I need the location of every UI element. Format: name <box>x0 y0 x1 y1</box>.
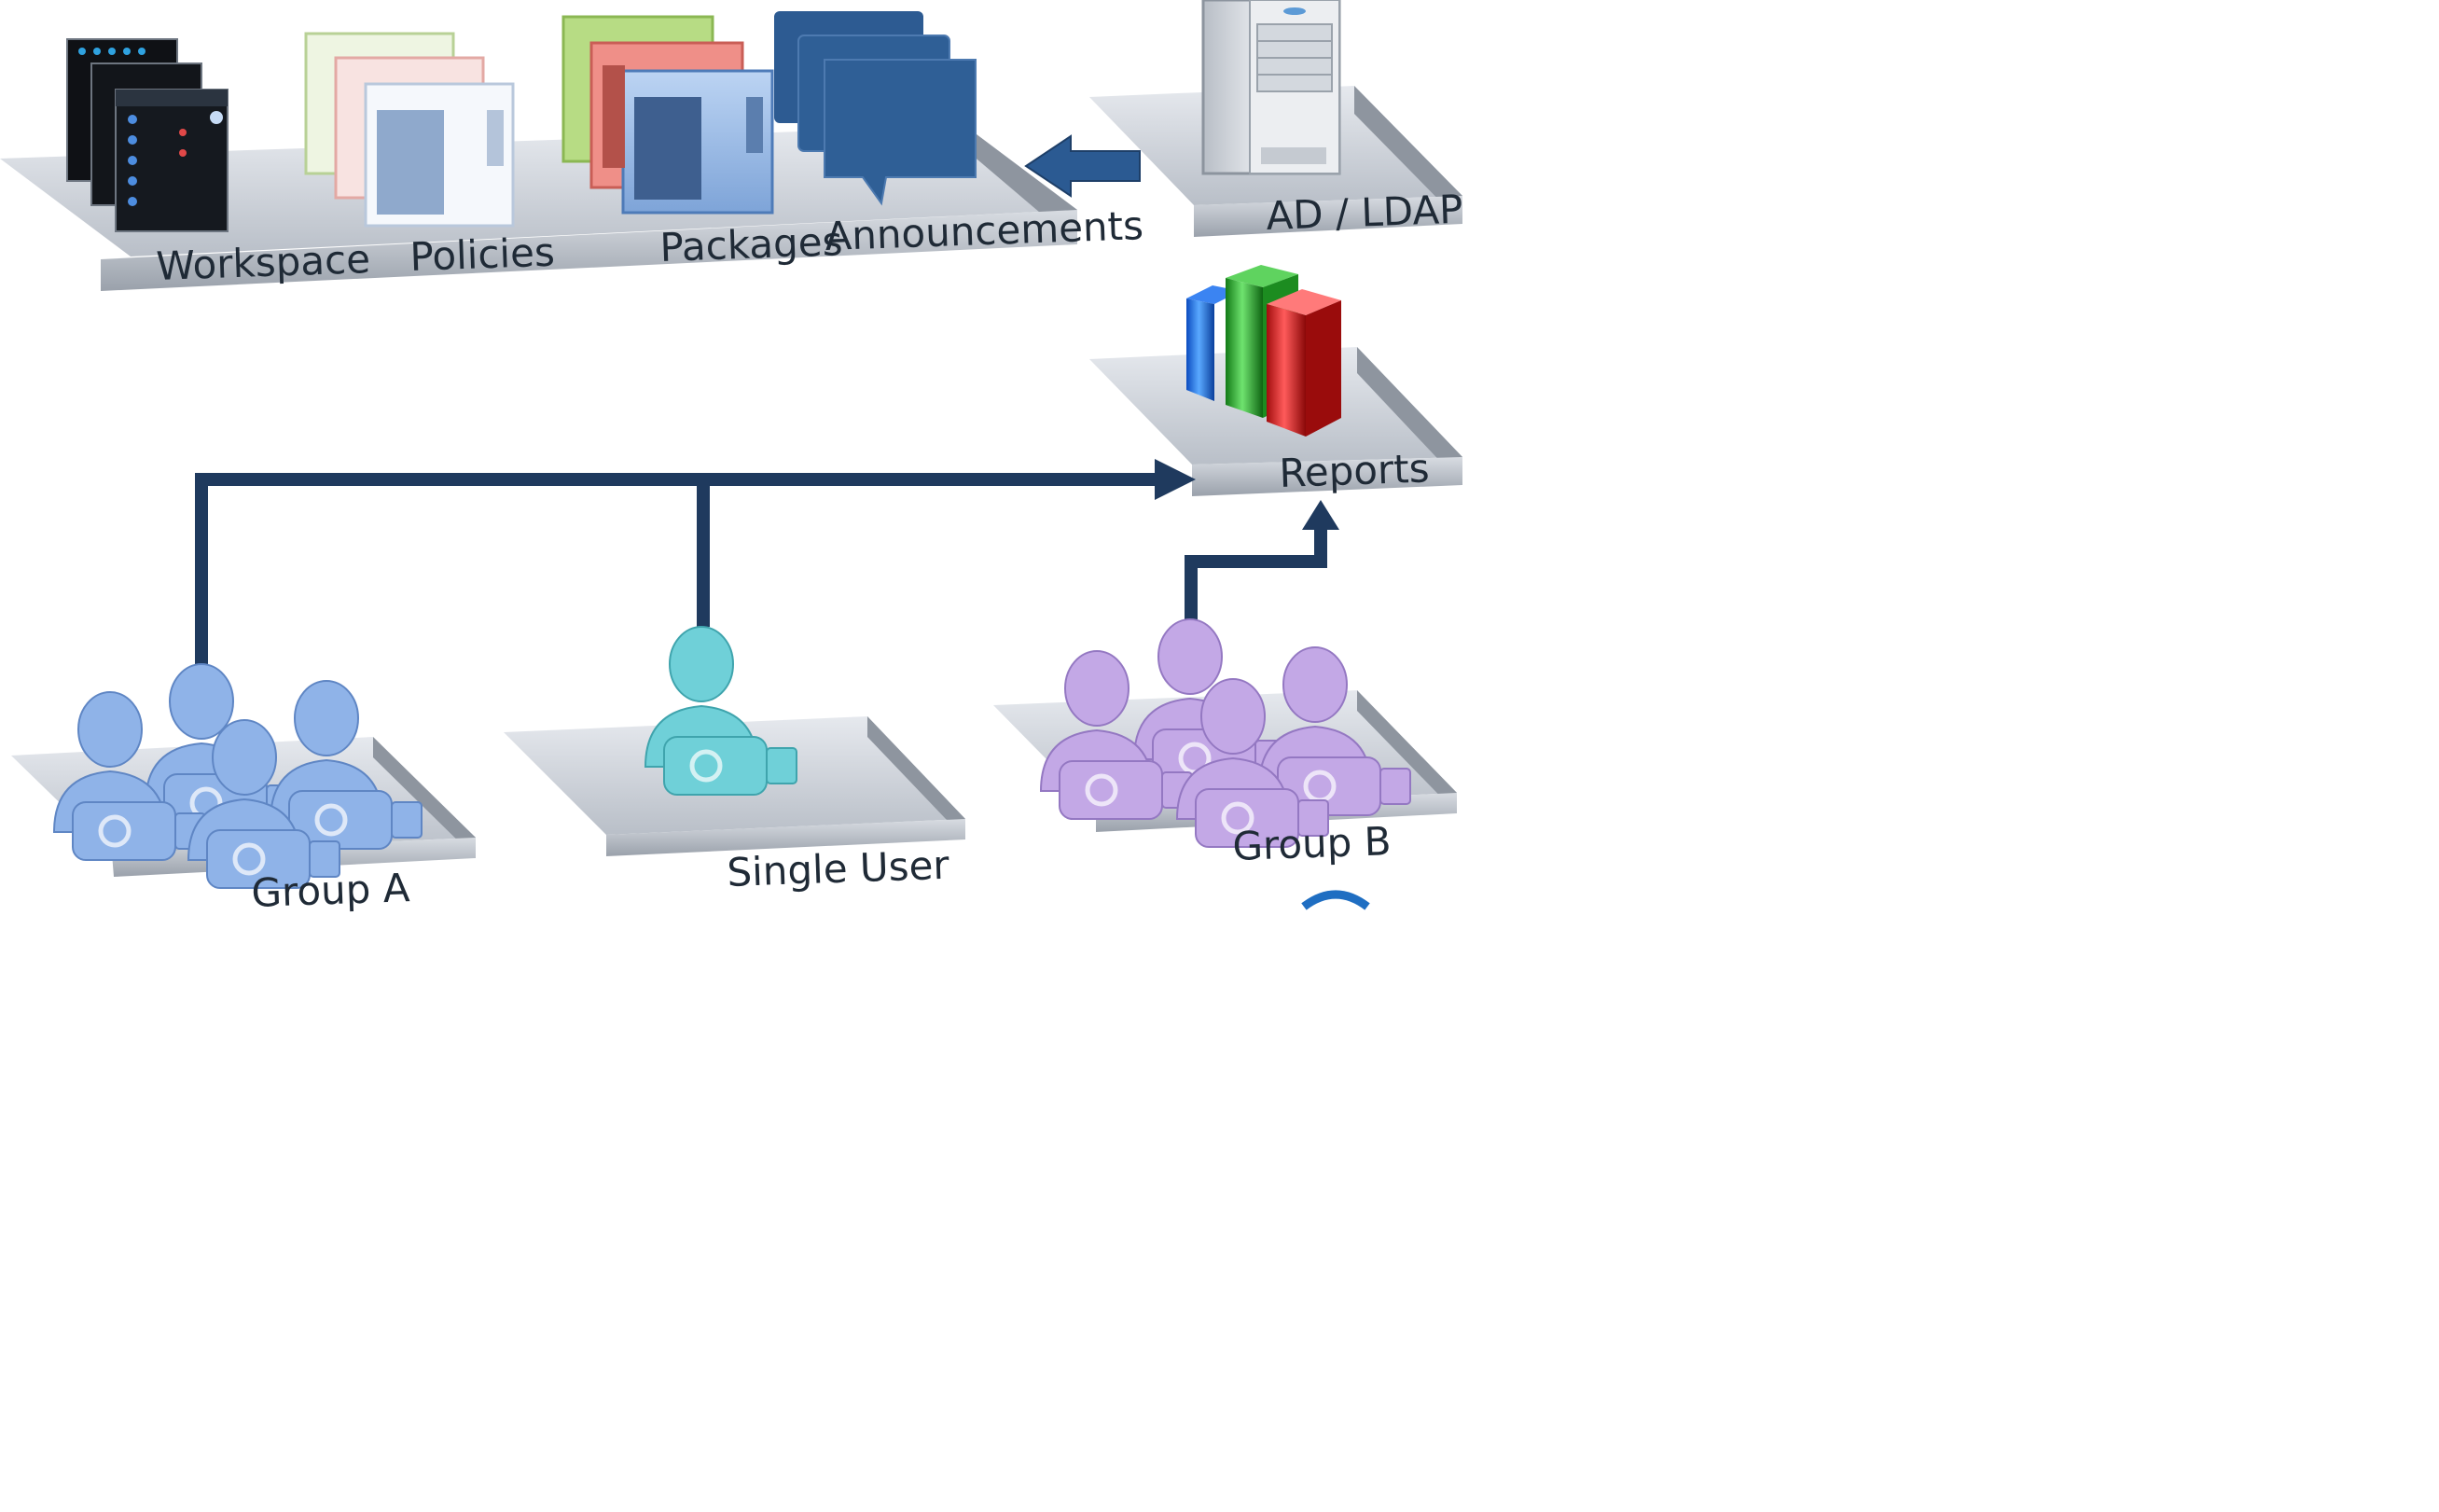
bar-chart-icon <box>1186 265 1341 437</box>
single-user <box>645 627 797 795</box>
ad-ldap-label: AD / LDAP <box>1266 187 1464 239</box>
user-with-usb-drive-icon <box>645 627 797 795</box>
policies-window-stack <box>304 32 515 228</box>
group-a-label: Group A <box>251 865 411 916</box>
reports-label: Reports <box>1279 445 1431 496</box>
announcements-label: Announcements <box>825 202 1144 259</box>
arrowheads <box>1155 459 1339 530</box>
report-flow-arrows <box>195 473 1327 672</box>
group-b-label: Group B <box>1232 818 1393 869</box>
server-icon <box>1201 0 1341 175</box>
packages-label: Packages <box>659 218 844 270</box>
workspace-window-stack <box>66 38 229 232</box>
corner-logo-icon <box>1301 890 1370 910</box>
packages-window-stack <box>561 15 774 215</box>
policies-label: Policies <box>409 229 556 280</box>
announcements-speech-bubbles <box>774 11 977 206</box>
content-platform <box>0 126 1077 291</box>
workspace-label: Workspace <box>156 236 371 289</box>
ldap-to-content-arrow <box>1024 134 1141 198</box>
single-user-label: Single User <box>727 842 950 895</box>
